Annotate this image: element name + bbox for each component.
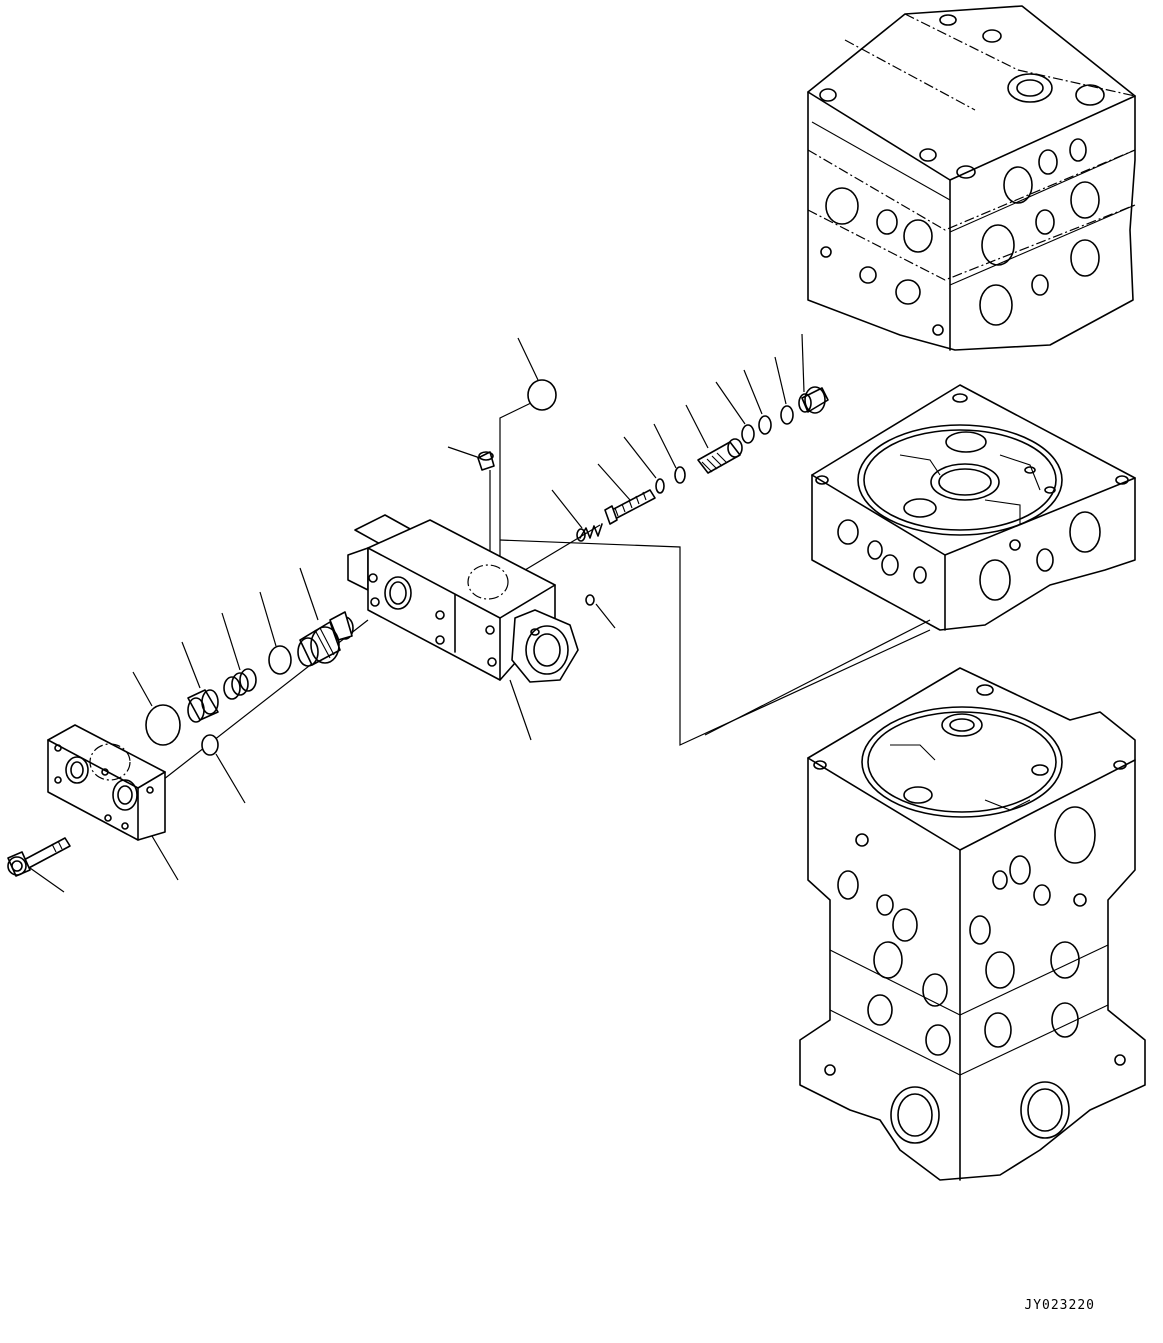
backup-ring-part	[759, 416, 771, 434]
o-ring-part	[742, 425, 754, 443]
o-ring-part	[586, 595, 594, 605]
drawing-code: JY023220	[1024, 1298, 1095, 1313]
needle-part	[605, 490, 655, 524]
o-ring-small	[202, 735, 218, 755]
cap-part	[188, 690, 218, 722]
spool-part	[698, 439, 742, 473]
o-ring-part	[656, 479, 664, 493]
o-ring-top	[528, 380, 556, 410]
spring-part	[577, 524, 602, 541]
bolt-part	[8, 838, 70, 876]
screw-top	[478, 452, 494, 470]
o-ring-part	[781, 406, 793, 424]
valve-section-middle	[812, 385, 1135, 630]
valve-body-lower	[800, 668, 1145, 1180]
end-cover-part	[48, 725, 165, 840]
piston-part	[298, 612, 353, 666]
o-ring-part	[675, 467, 685, 483]
spring-part-left	[224, 669, 256, 699]
plug-part	[799, 387, 828, 413]
o-ring-part	[269, 646, 291, 674]
valve-block-main	[348, 515, 578, 682]
spool-parts-chain	[577, 387, 828, 605]
callout-leaders	[30, 334, 804, 892]
valve-stack-top	[808, 6, 1135, 350]
o-ring-large	[146, 705, 180, 745]
